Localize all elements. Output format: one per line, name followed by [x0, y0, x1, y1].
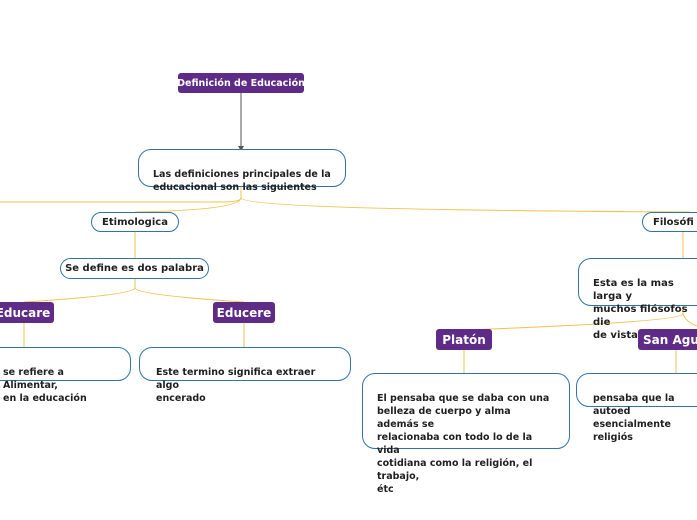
platon-text: El pensaba que se daba con una belleza d…	[377, 393, 550, 495]
connector-intro-etimologica	[134, 197, 242, 213]
san-agustin-text: pensaba que la autoed esencialmente reli…	[593, 393, 675, 443]
filosofica-intro-text: Esta es la mas larga y muchos filósofos …	[593, 278, 688, 341]
platon-node-label: Platón	[442, 332, 486, 347]
root-node-label: Definición de Educación	[177, 77, 305, 89]
educare-node[interactable]: Educare	[0, 302, 54, 323]
educere-text: Este termino significa extraer algo ence…	[156, 367, 316, 404]
educere-node[interactable]: Educere	[213, 302, 275, 323]
san-agustin-text-node[interactable]: pensaba que la autoed esencialmente reli…	[576, 373, 697, 443]
etimologica-node-label: Etimologica	[102, 216, 168, 228]
intro-node[interactable]: Las definiciones principales de la educa…	[138, 149, 346, 193]
arrow-head	[238, 146, 244, 151]
connector-intro-filosofica	[240, 197, 691, 213]
connector-define-educare	[23, 279, 136, 303]
educere-text-node[interactable]: Este termino significa extraer algo ence…	[139, 347, 351, 404]
educere-node-label: Educere	[216, 305, 272, 320]
educare-text: se refiere a Alimentar, en la educación	[3, 367, 87, 404]
connector-filosofica-sanagustin	[682, 313, 697, 327]
educare-text-node[interactable]: se refiere a Alimentar, en la educación	[0, 347, 131, 404]
filosofica-node[interactable]: Filosófi	[642, 212, 697, 232]
platon-node[interactable]: Platón	[436, 329, 492, 350]
platon-text-node[interactable]: El pensaba que se daba con una belleza d…	[362, 373, 570, 495]
connector-filosofica-platon	[463, 306, 684, 331]
etimologica-node[interactable]: Etimologica	[91, 212, 179, 232]
root-node[interactable]: Definición de Educación	[177, 73, 305, 93]
define-node[interactable]: Se define es dos palabra	[60, 258, 209, 279]
filosofica-node-label: Filosófi	[653, 216, 694, 228]
san-agustin-node[interactable]: San Agus	[638, 329, 697, 350]
define-node-label: Se define es dos palabra	[65, 263, 204, 274]
educare-node-label: Educare	[0, 305, 51, 320]
filosofica-intro-node[interactable]: Esta es la mas larga y muchos filósofos …	[578, 258, 697, 341]
intro-node-text: Las definiciones principales de la educa…	[153, 169, 331, 193]
san-agustin-node-label: San Agus	[643, 332, 697, 347]
connector-define-educere	[134, 287, 245, 303]
